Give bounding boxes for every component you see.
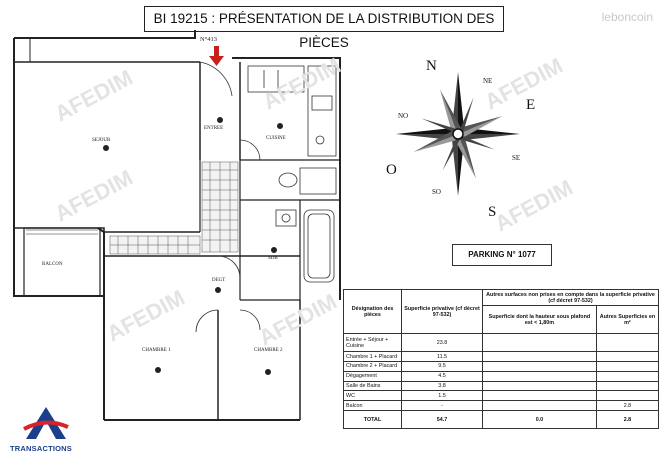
logo-text: TRANSACTIONS bbox=[10, 444, 72, 453]
compass-no: NO bbox=[398, 112, 408, 120]
col-other: Autres Superficies en m² bbox=[595, 305, 660, 334]
compass-ne: NE bbox=[483, 77, 492, 85]
room-sdb: SDB bbox=[268, 256, 278, 261]
room-degt: DEGT bbox=[212, 278, 226, 283]
table-row: Balcon-2.8 bbox=[342, 400, 660, 411]
compass-se: SE bbox=[512, 154, 520, 162]
compass-o: O bbox=[386, 162, 397, 178]
col-private: Superficie privative (cf décret 97-532) bbox=[401, 289, 483, 334]
compass-n: N bbox=[426, 58, 437, 74]
compass-so: SO bbox=[432, 188, 441, 196]
room-chambre1: CHAMBRE 1 bbox=[142, 348, 171, 353]
svg-text:AFEDIM: AFEDIM bbox=[103, 285, 189, 347]
room-sejour: SEJOUR bbox=[92, 138, 111, 143]
room-balcon: BALCON bbox=[42, 262, 63, 267]
compass-e: E bbox=[526, 97, 535, 113]
col-designation: Désignation des pièces bbox=[342, 289, 403, 334]
room-cuisine: CUISINE bbox=[266, 136, 286, 141]
svg-text:AFEDIM: AFEDIM bbox=[255, 289, 341, 351]
page-title: BI 19215 : PRÉSENTATION DE LA DISTRIBUTI… bbox=[144, 6, 504, 50]
col-low-ceiling: Superficie dont la hauteur sous plafond … bbox=[482, 305, 597, 334]
transactions-logo-icon bbox=[23, 407, 69, 439]
door-label: N°413 bbox=[200, 36, 218, 43]
compass-s: S bbox=[488, 204, 496, 220]
svg-text:AFEDIM: AFEDIM bbox=[51, 65, 137, 127]
surface-table: Désignation des pièces Superficie privat… bbox=[342, 289, 660, 429]
svg-text:AFEDIM: AFEDIM bbox=[51, 165, 137, 227]
parking-label: PARKING N° 1077 bbox=[452, 244, 552, 266]
compass-rose-icon: N NE E SE S SO O NO bbox=[386, 58, 535, 220]
room-chambre2: CHAMBRE 2 bbox=[254, 348, 283, 353]
room-entree: ENTREE bbox=[204, 126, 224, 131]
col-other-group: Autres surfaces non prises en compte dan… bbox=[482, 289, 659, 306]
leboncoin-watermark: leboncoin bbox=[601, 10, 653, 24]
